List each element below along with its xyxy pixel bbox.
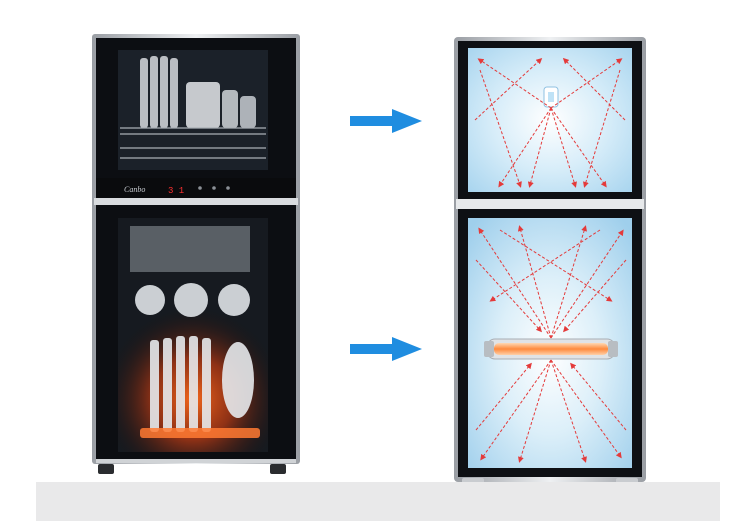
airflow-arrows-top bbox=[474, 57, 626, 188]
uv-chamber-top bbox=[468, 48, 632, 192]
footer-bar bbox=[36, 482, 720, 521]
cabinet-diagram-right bbox=[454, 37, 646, 486]
brand-logo: Canbo bbox=[124, 185, 145, 194]
arrow-right-icon bbox=[350, 109, 422, 133]
cabinet-photo-left: Canbo 3 1 bbox=[92, 34, 300, 474]
stacked-plates-top bbox=[140, 56, 256, 128]
bowls-row bbox=[130, 226, 250, 317]
heater-tube-icon bbox=[484, 338, 618, 360]
airflow-arrows-bottom bbox=[475, 225, 627, 463]
arrow-right-icon bbox=[350, 337, 422, 361]
uv-lamp-icon bbox=[543, 86, 559, 108]
temperature-display: 3 1 bbox=[168, 186, 184, 196]
upright-plates-bottom bbox=[150, 336, 254, 432]
